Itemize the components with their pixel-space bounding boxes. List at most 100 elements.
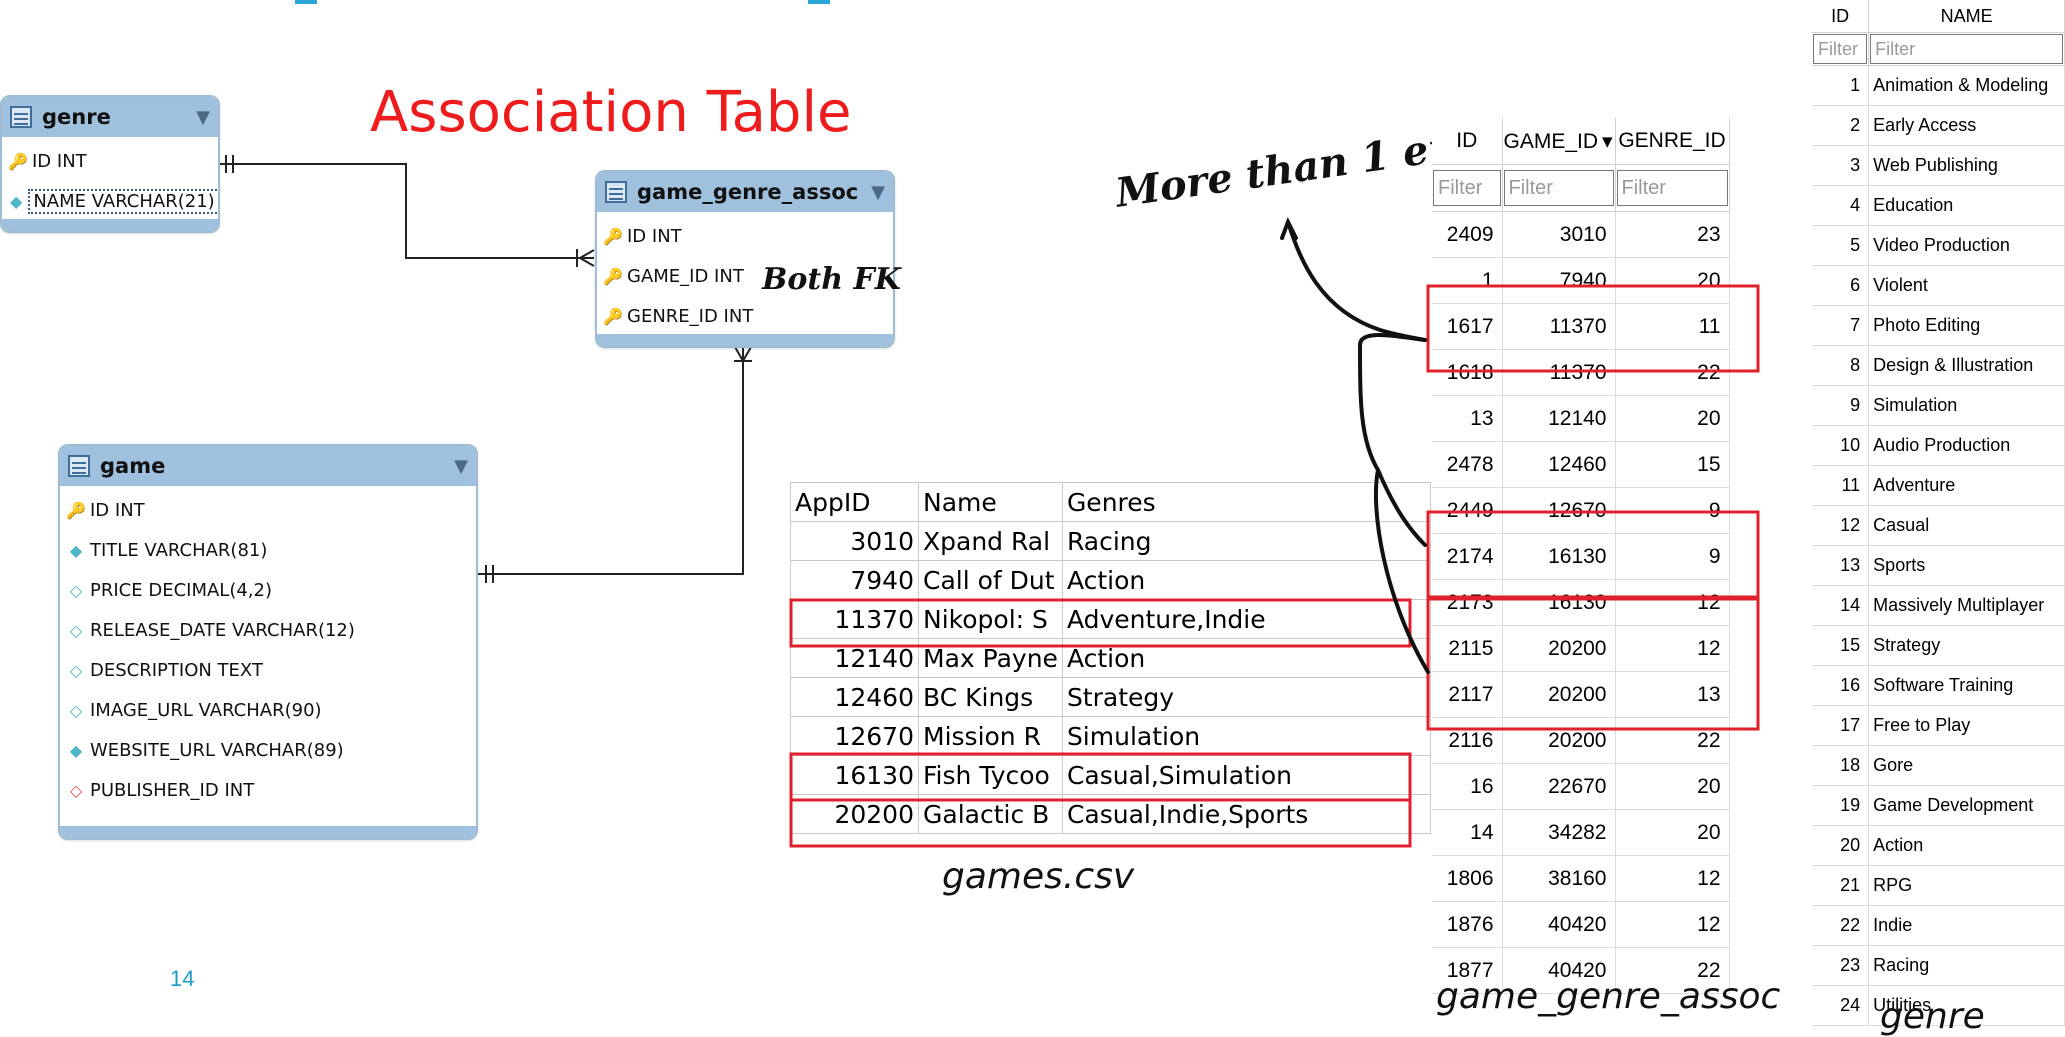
assoc-cell[interactable]: 20200: [1502, 625, 1616, 672]
genre-cell[interactable]: 15: [1812, 625, 1870, 666]
assoc-cell[interactable]: 1618: [1432, 349, 1503, 396]
genre-cell[interactable]: Game Development: [1868, 785, 2065, 826]
genre-cell[interactable]: Violent: [1868, 265, 2065, 306]
assoc-cell[interactable]: 2116: [1432, 717, 1503, 764]
genre-cell[interactable]: Casual: [1868, 505, 2065, 546]
genre-cell[interactable]: 7: [1812, 305, 1870, 346]
assoc-cell[interactable]: 1806: [1432, 855, 1503, 902]
genre-cell[interactable]: 5: [1812, 225, 1870, 266]
genre-cell[interactable]: 16: [1812, 665, 1870, 706]
genre-header-name[interactable]: NAME: [1868, 0, 2065, 33]
assoc-cell[interactable]: 20200: [1502, 671, 1616, 718]
assoc-cell[interactable]: 20200: [1502, 717, 1616, 764]
assoc-cell[interactable]: 11370: [1502, 303, 1616, 350]
genre-cell[interactable]: 18: [1812, 745, 1870, 786]
genre-cell[interactable]: 20: [1812, 825, 1870, 866]
assoc-filter-genre-id[interactable]: [1616, 170, 1728, 206]
genre-cell[interactable]: 2: [1812, 105, 1870, 146]
genre-cell[interactable]: 24: [1812, 985, 1870, 1026]
assoc-header-id[interactable]: ID: [1432, 118, 1503, 165]
csv-cell[interactable]: Mission R: [918, 716, 1063, 756]
csv-cell[interactable]: Strategy: [1061, 677, 1431, 717]
genre-cell[interactable]: Education: [1868, 185, 2065, 226]
genre-cell[interactable]: 22: [1812, 905, 1870, 946]
genre-cell[interactable]: Sports: [1868, 545, 2065, 586]
csv-cell[interactable]: 7940: [790, 560, 919, 600]
csv-cell[interactable]: Fish Tycoo: [918, 755, 1063, 795]
genre-cell[interactable]: 23: [1812, 945, 1870, 986]
assoc-cell[interactable]: 14: [1432, 809, 1503, 856]
assoc-cell[interactable]: 22: [1615, 947, 1730, 994]
genre-cell[interactable]: Racing: [1868, 945, 2065, 986]
genre-cell[interactable]: Free to Play: [1868, 705, 2065, 746]
assoc-filter-id[interactable]: [1433, 170, 1501, 206]
genre-cell[interactable]: 8: [1812, 345, 1870, 386]
genre-cell[interactable]: 6: [1812, 265, 1870, 306]
assoc-cell[interactable]: 12: [1615, 855, 1730, 902]
assoc-cell[interactable]: 2115: [1432, 625, 1503, 672]
assoc-cell[interactable]: 20: [1615, 809, 1730, 856]
assoc-cell[interactable]: 3010: [1502, 211, 1616, 258]
assoc-cell[interactable]: 11: [1615, 303, 1730, 350]
assoc-cell[interactable]: 16: [1432, 763, 1503, 810]
genre-entity-header[interactable]: genre ▼: [2, 97, 218, 137]
assoc-cell[interactable]: 22670: [1502, 763, 1616, 810]
csv-cell[interactable]: Racing: [1061, 521, 1431, 561]
genre-cell[interactable]: 11: [1812, 465, 1870, 506]
assoc-cell[interactable]: 12: [1615, 901, 1730, 948]
genre-cell[interactable]: 3: [1812, 145, 1870, 186]
assoc-cell[interactable]: 34282: [1502, 809, 1616, 856]
genre-cell[interactable]: Adventure: [1868, 465, 2065, 506]
assoc-cell[interactable]: 2174: [1432, 533, 1503, 580]
assoc-cell[interactable]: 20: [1615, 395, 1730, 442]
assoc-cell[interactable]: 20: [1615, 763, 1730, 810]
assoc-cell[interactable]: 15: [1615, 441, 1730, 488]
game-entity[interactable]: game ▼ 🔑ID INT ◆TITLE VARCHAR(81) ◇PRICE…: [58, 444, 478, 840]
assoc-cell[interactable]: 16130: [1502, 533, 1616, 580]
assoc-cell[interactable]: 20: [1615, 257, 1730, 304]
genre-cell[interactable]: Massively Multiplayer: [1868, 585, 2065, 626]
genre-cell[interactable]: Utilities: [1868, 985, 2065, 1026]
assoc-cell[interactable]: 22: [1615, 717, 1730, 764]
genre-cell[interactable]: Simulation: [1868, 385, 2065, 426]
assoc-cell[interactable]: 12: [1615, 625, 1730, 672]
csv-cell[interactable]: 12670: [790, 716, 919, 756]
genre-cell[interactable]: 14: [1812, 585, 1870, 626]
genre-filter-name[interactable]: [1870, 34, 2063, 64]
caret-down-icon[interactable]: ▼: [871, 181, 885, 203]
genre-cell[interactable]: Audio Production: [1868, 425, 2065, 466]
genre-cell[interactable]: Photo Editing: [1868, 305, 2065, 346]
genre-header-id[interactable]: ID: [1812, 0, 1870, 33]
assoc-cell[interactable]: 2409: [1432, 211, 1503, 258]
csv-cell[interactable]: 11370: [790, 599, 919, 639]
csv-cell[interactable]: 12460: [790, 677, 919, 717]
genre-cell[interactable]: Indie: [1868, 905, 2065, 946]
